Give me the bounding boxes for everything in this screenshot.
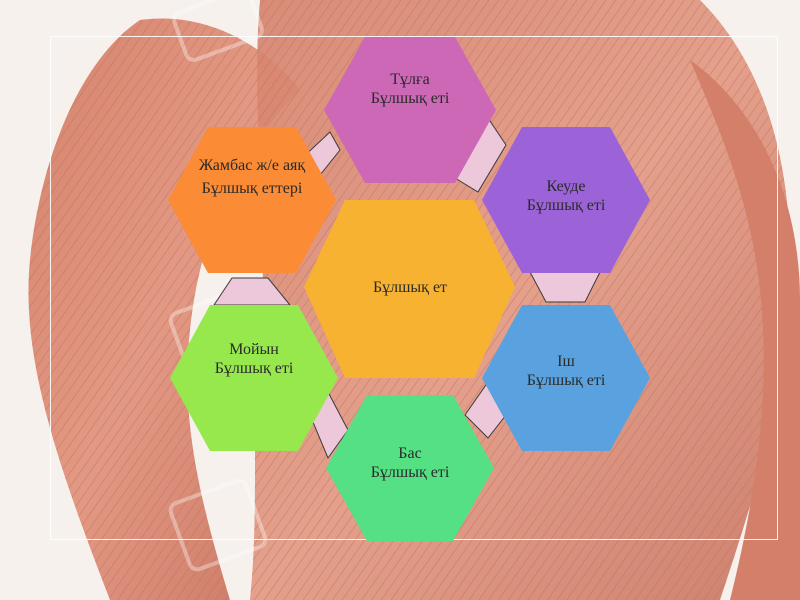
connector-keude-ish <box>529 271 601 303</box>
label-keude-title: Кеуде <box>546 178 586 195</box>
label-bas-subtitle: Бұлшық еті <box>370 464 450 481</box>
right-arm-muscle <box>690 60 800 600</box>
label-center: Бұлшық ет <box>345 278 475 297</box>
label-tulga-subtitle: Бұлшық еті <box>370 90 450 107</box>
label-zhambas-subtitle: Бұлшық еттері <box>201 180 303 197</box>
hex-zhambas <box>168 127 336 273</box>
label-bas: Бас Бұлшық еті <box>340 444 480 482</box>
hex-bas <box>326 395 494 541</box>
hex-keude <box>482 127 650 273</box>
label-ish: Іш Бұлшық еті <box>496 352 636 390</box>
hex-tulga <box>324 37 496 183</box>
label-zhambas: Жамбас ж/е аяқ Бұлшық еттері <box>196 156 308 198</box>
hex-ish <box>482 305 650 451</box>
label-ish-subtitle: Бұлшық еті <box>526 372 606 389</box>
label-tulga-title: Тұлға <box>390 71 430 88</box>
connector-moiyn-zhambas <box>213 277 292 306</box>
label-zhambas-title: Жамбас ж/е аяқ <box>198 157 306 174</box>
label-keude-subtitle: Бұлшық еті <box>526 197 606 214</box>
hex-center <box>304 200 515 378</box>
label-keude: Кеуде Бұлшық еті <box>496 177 636 215</box>
label-moiyn-subtitle: Бұлшық еті <box>214 360 294 377</box>
label-moiyn: Мойын Бұлшық еті <box>184 340 324 378</box>
label-ish-title: Іш <box>557 353 575 370</box>
hex-moiyn <box>170 305 338 451</box>
label-tulga: Тұлға Бұлшық еті <box>340 70 480 108</box>
label-bas-title: Бас <box>398 445 422 462</box>
label-center-text: Бұлшық ет <box>372 279 448 296</box>
label-moiyn-title: Мойын <box>229 341 279 358</box>
